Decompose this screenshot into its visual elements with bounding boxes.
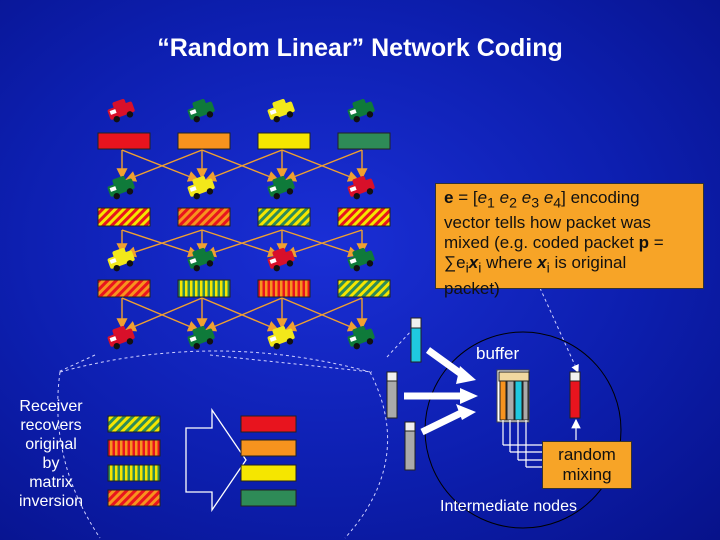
packet-orange [177,132,231,150]
packet-green [337,132,391,150]
coded-row-2 [97,245,391,298]
car-icon [265,96,297,125]
coded-packet [107,489,161,507]
encoding-vector-callout: e = [e1 e2 e3 e4] encoding vector tells … [435,183,704,298]
receiver-decode [107,407,297,513]
coded-packet [107,415,161,433]
receiver-row [105,323,377,352]
source-row [97,96,391,150]
packet-red [240,415,297,433]
coded-packet [177,279,231,298]
page-title: “Random Linear” Network Coding [157,34,563,62]
car-icon [345,245,377,274]
zoom-lines [57,287,579,539]
coded-packet [177,207,231,227]
coded-row-1 [97,173,391,227]
intermediate-node [386,317,622,529]
coded-packet [337,207,391,227]
packet-red [97,132,151,150]
packet-yellow [257,132,311,150]
packet-green [240,489,297,507]
intermediate-nodes-label: Intermediate nodes [440,498,577,515]
car-icon [185,245,217,274]
packet-yellow [240,464,297,482]
coded-packet [107,439,161,457]
receiver-label: Receiver recovers original by matrix inv… [18,398,84,510]
coded-packet [97,279,151,298]
car-icon [265,245,297,274]
random-mixing-box: random mixing [542,441,632,489]
car-icon [185,96,217,125]
coded-packet [337,279,391,298]
car-icon [105,245,137,274]
coded-packet [97,207,151,227]
network-edges [116,149,368,332]
coded-packet [257,279,311,298]
car-icon [105,96,137,125]
decode-arrow-icon [185,407,247,513]
coded-packet [107,464,161,482]
car-icon [345,96,377,125]
car-icon [345,323,377,352]
packet-orange [240,439,297,457]
buffer-label: buffer [476,344,520,363]
coded-packet [257,207,311,227]
